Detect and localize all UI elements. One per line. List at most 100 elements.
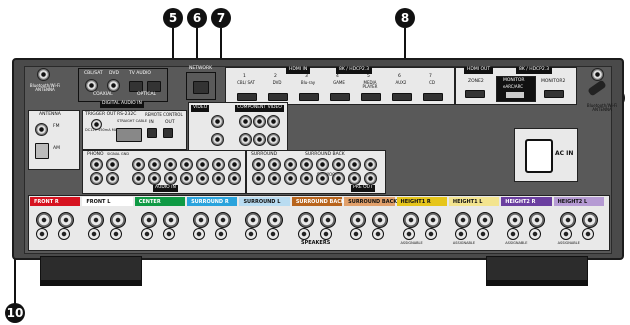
speaker-terminal[interactable] — [350, 228, 363, 240]
speaker-terminal[interactable] — [36, 212, 52, 228]
zone2-hdmi-port[interactable] — [465, 90, 485, 98]
speaker-terminal[interactable] — [215, 228, 228, 240]
speaker-terminal[interactable] — [507, 212, 524, 228]
speaker-terminal[interactable] — [454, 212, 471, 228]
hdmi-in-port[interactable] — [330, 93, 350, 101]
hdmi-in-port[interactable] — [268, 93, 288, 101]
speaker-terminal[interactable] — [110, 212, 127, 228]
ir-in-port[interactable] — [147, 128, 157, 138]
ac-inlet[interactable] — [525, 139, 553, 173]
audio-in-jack[interactable] — [164, 158, 177, 171]
speaker-terminal[interactable] — [110, 228, 123, 240]
audio-in-jack[interactable] — [90, 172, 103, 185]
network-port[interactable] — [193, 81, 209, 94]
audio-in-jack[interactable] — [228, 172, 241, 185]
monitor2-hdmi-port[interactable] — [544, 90, 564, 98]
pre-out-jack[interactable] — [332, 172, 345, 185]
speaker-terminal[interactable] — [424, 228, 437, 240]
speaker-terminal[interactable] — [319, 212, 336, 228]
speaker-terminal[interactable] — [88, 212, 105, 228]
component-jack-6[interactable] — [267, 133, 280, 146]
pre-out-jack[interactable] — [284, 172, 297, 185]
speaker-terminal[interactable] — [402, 228, 415, 240]
rs232c-port[interactable] — [116, 128, 142, 142]
pre-out-jack[interactable] — [332, 158, 345, 171]
audio-in-jack[interactable] — [132, 158, 145, 171]
monitor1-hdmi-port[interactable] — [505, 91, 525, 99]
component-jack-1[interactable] — [239, 115, 252, 128]
pre-out-jack[interactable] — [348, 158, 361, 171]
audio-in-jack[interactable] — [90, 158, 103, 171]
speaker-terminal[interactable] — [372, 228, 385, 240]
pre-out-jack[interactable] — [268, 172, 281, 185]
speaker-terminal[interactable] — [297, 228, 310, 240]
speaker-terminal[interactable] — [476, 212, 493, 228]
hdmi-in-port[interactable] — [392, 93, 412, 101]
video-jack-2[interactable] — [211, 133, 224, 146]
pre-out-jack[interactable] — [348, 172, 361, 185]
optical-port-2[interactable] — [147, 81, 161, 92]
fm-jack[interactable] — [35, 123, 48, 136]
audio-in-jack[interactable] — [180, 172, 193, 185]
speaker-terminal[interactable] — [162, 212, 179, 228]
component-jack-4[interactable] — [239, 133, 252, 146]
coaxial-jack-2[interactable] — [107, 79, 120, 92]
speaker-terminal[interactable] — [529, 228, 542, 240]
audio-in-jack[interactable] — [212, 172, 225, 185]
speaker-terminal[interactable] — [215, 212, 232, 228]
speaker-terminal[interactable] — [245, 228, 258, 240]
optical-port-1[interactable] — [129, 81, 143, 92]
speaker-terminal[interactable] — [193, 212, 210, 228]
component-jack-2[interactable] — [253, 115, 266, 128]
speaker-terminal[interactable] — [319, 228, 332, 240]
speaker-terminal[interactable] — [581, 212, 598, 228]
audio-in-jack[interactable] — [106, 158, 119, 171]
speaker-terminal[interactable] — [581, 228, 594, 240]
audio-in-jack[interactable] — [164, 172, 177, 185]
bt-wifi-antenna-right[interactable] — [582, 68, 616, 118]
speaker-terminal[interactable] — [507, 228, 520, 240]
speaker-terminal[interactable] — [267, 212, 284, 228]
speaker-terminal[interactable] — [476, 228, 489, 240]
pre-out-jack[interactable] — [300, 172, 313, 185]
audio-in-jack[interactable] — [148, 172, 161, 185]
speaker-terminal[interactable] — [140, 212, 157, 228]
pre-out-jack[interactable] — [316, 158, 329, 171]
audio-in-jack[interactable] — [196, 158, 209, 171]
speaker-terminal[interactable] — [140, 228, 153, 240]
speaker-terminal[interactable] — [162, 228, 175, 240]
video-jack-1[interactable] — [211, 115, 224, 128]
audio-in-jack[interactable] — [180, 158, 193, 171]
audio-in-jack[interactable] — [148, 158, 161, 171]
hdmi-in-port[interactable] — [237, 93, 257, 101]
pre-out-jack[interactable] — [364, 172, 377, 185]
ir-out-port[interactable] — [163, 128, 173, 138]
speaker-terminal[interactable] — [350, 212, 367, 228]
audio-in-jack[interactable] — [212, 158, 225, 171]
am-terminal[interactable] — [35, 143, 49, 159]
trigger-out-jack[interactable] — [91, 119, 102, 130]
pre-out-jack[interactable] — [300, 158, 313, 171]
audio-in-jack[interactable] — [106, 172, 119, 185]
component-jack-5[interactable] — [253, 133, 266, 146]
audio-in-jack[interactable] — [196, 172, 209, 185]
pre-out-jack[interactable] — [284, 158, 297, 171]
speaker-terminal[interactable] — [424, 212, 441, 228]
bt-wifi-antenna-left[interactable]: Bluetooth/Wi-Fi ANTENNA — [28, 68, 62, 98]
hdmi-in-port[interactable] — [299, 93, 319, 101]
hdmi-in-port[interactable] — [361, 93, 381, 101]
speaker-terminal[interactable] — [245, 212, 262, 228]
audio-in-jack[interactable] — [132, 172, 145, 185]
pre-out-jack[interactable] — [364, 158, 377, 171]
speaker-terminal[interactable] — [36, 228, 48, 240]
speaker-terminal[interactable] — [559, 228, 572, 240]
speaker-terminal[interactable] — [88, 228, 101, 240]
speaker-terminal[interactable] — [402, 212, 419, 228]
speaker-terminal[interactable] — [297, 212, 314, 228]
pre-out-jack[interactable] — [252, 172, 265, 185]
pre-out-jack[interactable] — [268, 158, 281, 171]
